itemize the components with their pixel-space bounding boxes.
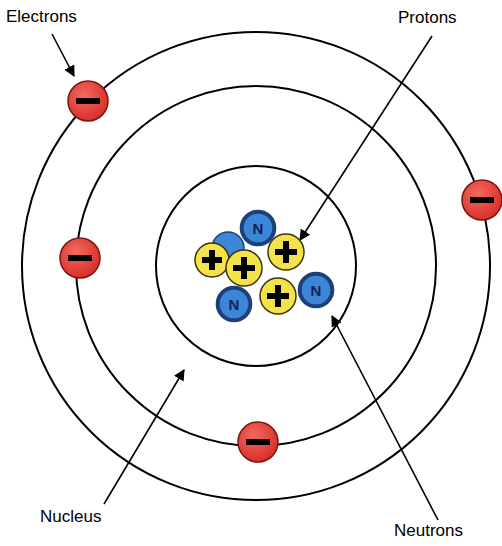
part-label: Electrons	[6, 8, 77, 27]
electron	[60, 238, 100, 278]
part-label: Protons	[398, 9, 457, 28]
proton	[260, 278, 296, 314]
proton	[268, 234, 304, 270]
proton	[195, 243, 229, 277]
neutron: N	[217, 287, 251, 321]
part-label: Nucleus	[40, 508, 101, 527]
part-label: Neutrons	[394, 522, 463, 541]
neutron-letter: N	[311, 283, 322, 298]
leader-arrow	[52, 34, 74, 76]
neutron-letter: N	[229, 297, 240, 312]
leader-arrow	[300, 36, 432, 240]
inner-orbit	[156, 166, 356, 366]
electron	[238, 422, 278, 462]
neutron-letter: N	[253, 221, 264, 236]
neutron: N	[299, 273, 333, 307]
middle-orbit	[76, 86, 436, 446]
electron	[68, 81, 108, 121]
outer-orbit	[22, 32, 490, 500]
electron	[462, 180, 502, 220]
proton	[226, 250, 262, 286]
leader-arrow	[332, 316, 438, 520]
neutron: N	[241, 211, 275, 245]
neutron	[212, 232, 244, 264]
leader-arrow	[104, 370, 184, 504]
